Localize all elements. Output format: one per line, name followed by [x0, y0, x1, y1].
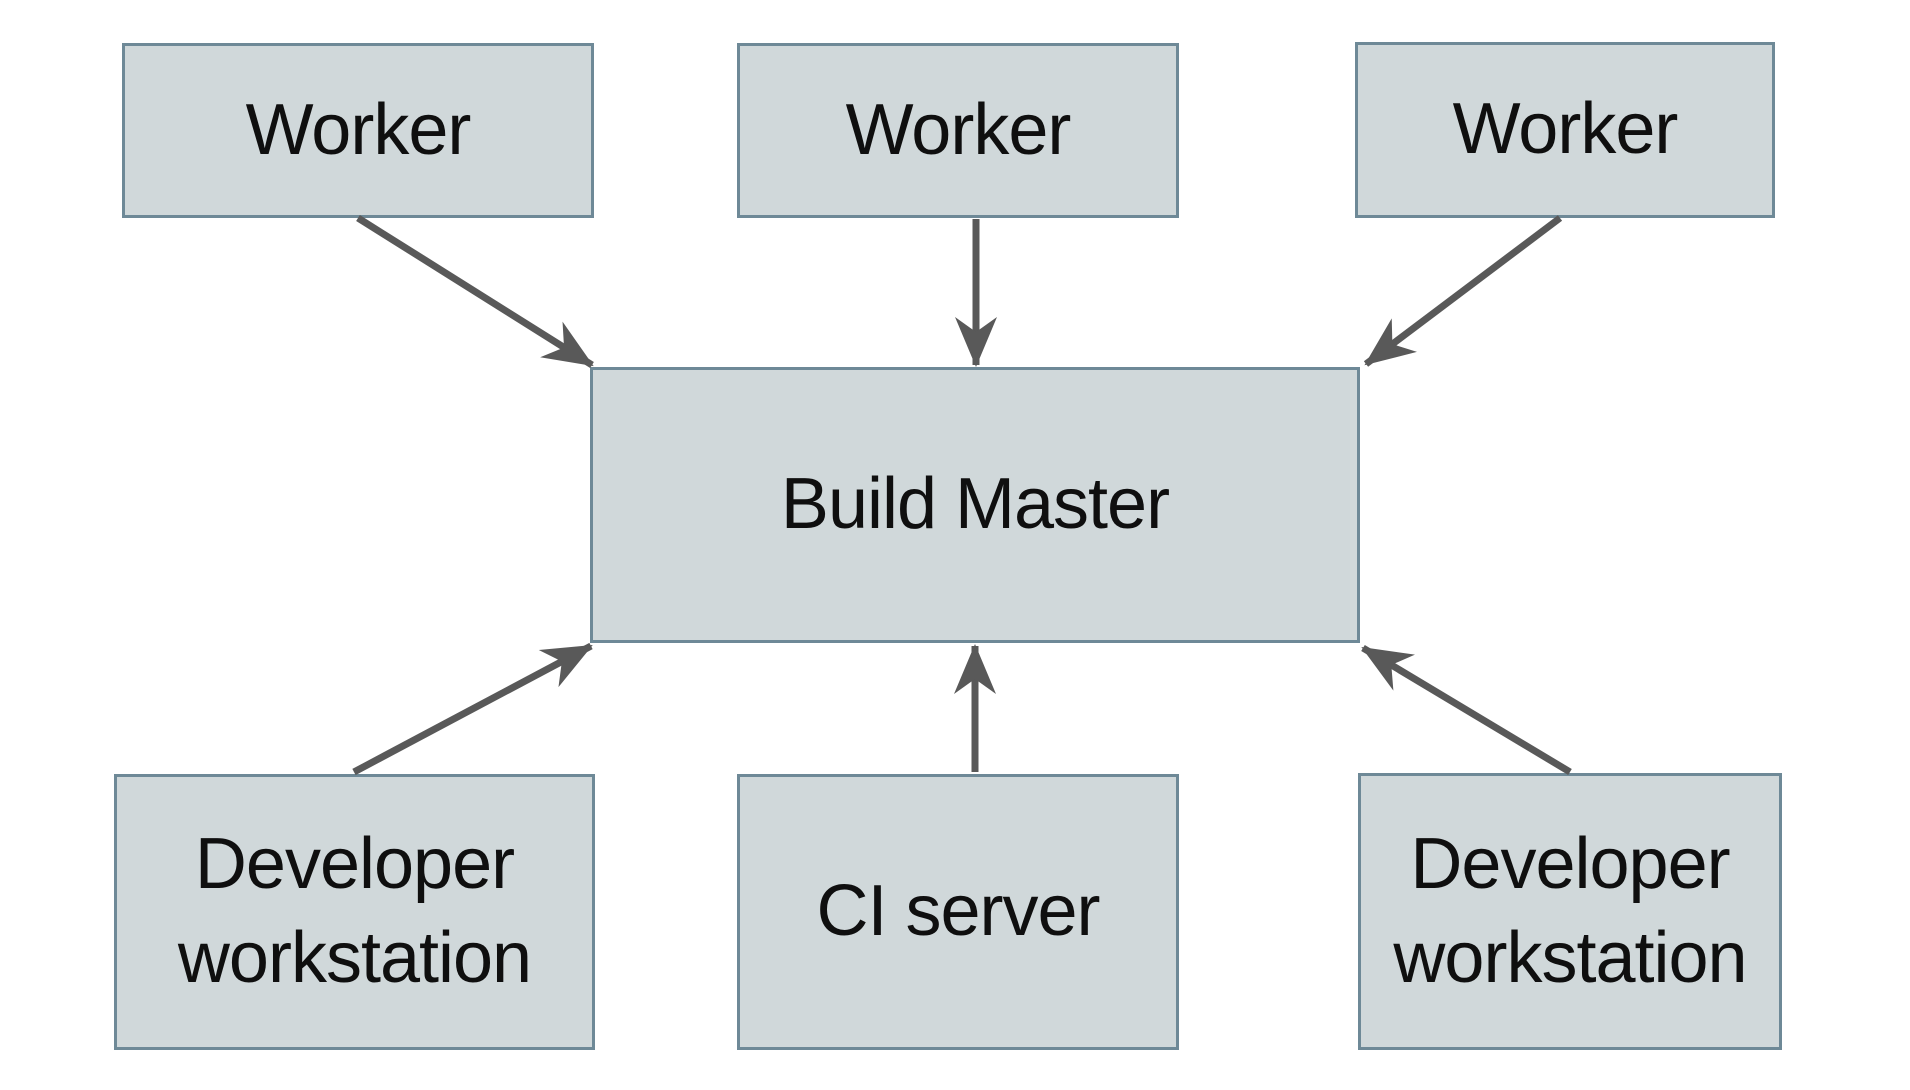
node-worker-right: Worker — [1355, 42, 1775, 218]
node-worker-center: Worker — [737, 43, 1179, 218]
node-ci-server: CI server — [737, 774, 1179, 1050]
node-build-master-label: Build Master — [780, 464, 1170, 545]
node-ci-server-label: CI server — [816, 871, 1100, 952]
node-developer-workstation-left: Developer workstation — [114, 774, 595, 1050]
edge-dev-right-to-build-master — [1361, 644, 1572, 776]
edge-worker-left-to-build-master — [356, 215, 594, 368]
node-worker-right-label: Worker — [1452, 89, 1679, 170]
edge-dev-left-to-build-master — [352, 642, 593, 776]
node-build-master: Build Master — [590, 367, 1360, 643]
node-worker-center-label: Worker — [845, 89, 1072, 170]
node-developer-workstation-right: Developer workstation — [1358, 773, 1782, 1050]
node-developer-workstation-left-label: Developer workstation — [177, 824, 532, 998]
node-developer-workstation-right-label: Developer workstation — [1393, 823, 1747, 998]
node-worker-left: Worker — [122, 43, 594, 218]
edge-worker-right-to-build-master — [1363, 215, 1563, 367]
node-worker-left-label: Worker — [245, 89, 472, 170]
